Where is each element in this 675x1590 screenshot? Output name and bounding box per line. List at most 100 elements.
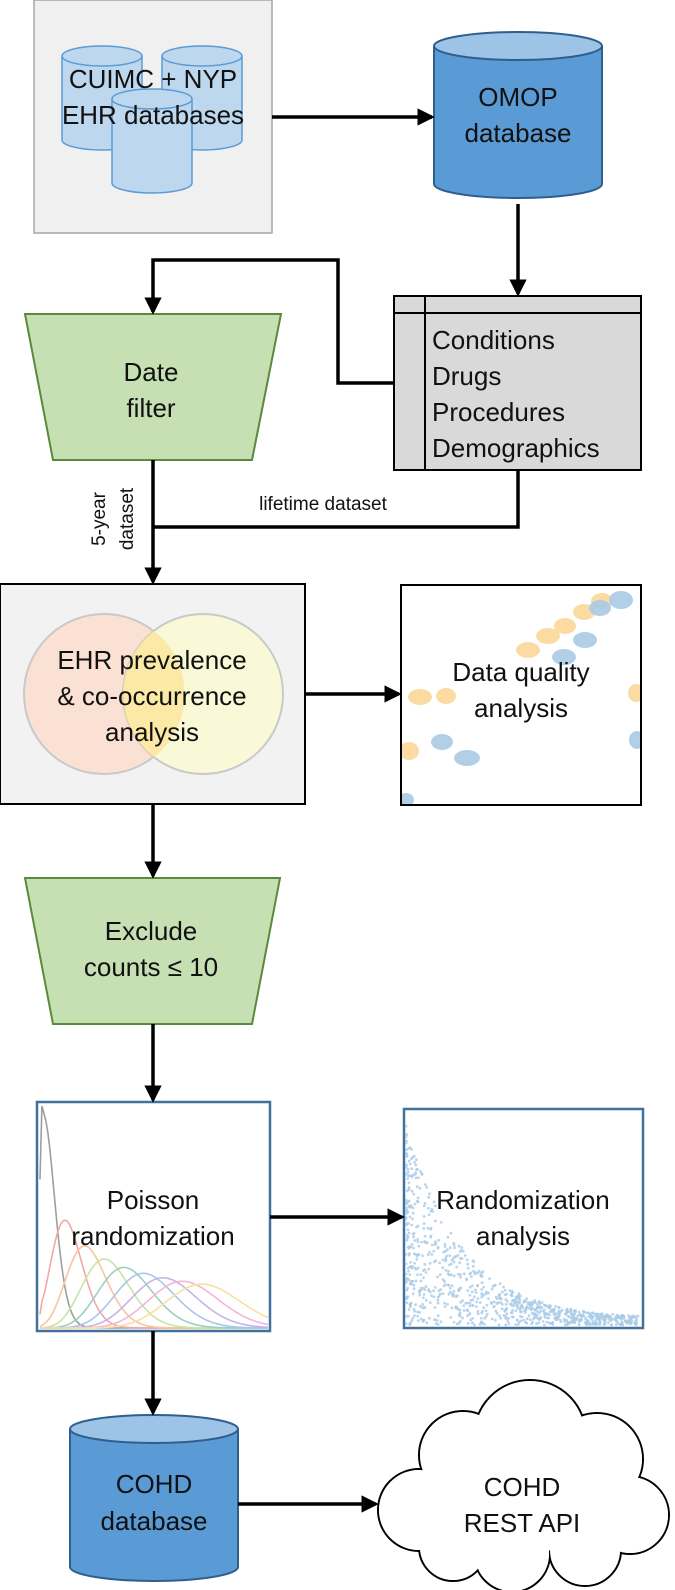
scatter-point <box>448 1254 452 1258</box>
scatter-point <box>518 1301 522 1305</box>
scatter-point <box>634 1323 638 1327</box>
data-quality-scatter <box>402 591 640 804</box>
scatter-point <box>469 1271 473 1275</box>
scatter-point <box>458 1311 462 1315</box>
scatter-point <box>623 1319 627 1323</box>
scatter-point <box>447 1269 450 1273</box>
scatter-point <box>473 1295 476 1299</box>
scatter-point <box>449 1316 453 1319</box>
scatter-point <box>461 1299 464 1302</box>
scatter-point <box>597 1312 601 1316</box>
scatter-point <box>503 1308 507 1312</box>
scatter-point <box>599 1315 602 1319</box>
scatter-point <box>543 1316 547 1319</box>
scatter-point <box>483 1322 486 1326</box>
scatter-point <box>497 1293 501 1297</box>
scatter-point <box>553 1307 556 1311</box>
scatter-point <box>504 1323 508 1327</box>
scatter-point <box>569 1310 573 1314</box>
poisson-curve <box>40 1266 268 1329</box>
scatter-point <box>505 1292 509 1296</box>
scatter-point <box>483 1317 487 1320</box>
scatter-point <box>415 1258 419 1261</box>
scatter-point <box>436 1246 440 1250</box>
scatter-point <box>493 1284 496 1287</box>
scatter-point <box>466 1314 469 1318</box>
prevalence-label-3: analysis <box>105 717 199 747</box>
scatter-point <box>416 1273 419 1277</box>
scatter-point <box>466 1262 470 1266</box>
scatter-point <box>457 1272 460 1276</box>
prevalence-label-1: EHR prevalence <box>57 645 246 675</box>
scatter-point <box>480 1320 483 1324</box>
scatter-point <box>422 1227 426 1230</box>
scatter-point <box>443 1305 447 1308</box>
scatter-point <box>438 1261 441 1265</box>
scatter-point <box>582 1311 585 1314</box>
scatter-point <box>436 1314 440 1318</box>
scatter-point <box>420 1240 423 1244</box>
scatter-point <box>588 1323 591 1327</box>
scatter-point <box>460 1249 463 1252</box>
scatter-point <box>416 1196 420 1200</box>
scatter-point <box>422 1296 425 1300</box>
scatter-point <box>452 1289 456 1293</box>
scatter-point <box>557 1315 560 1319</box>
scatter-point <box>412 1287 416 1291</box>
scatter-point <box>422 1318 426 1322</box>
scatter-point <box>452 1241 456 1245</box>
scatter-point <box>426 1206 430 1210</box>
scatter-point <box>444 1259 447 1263</box>
scatter-point <box>422 1293 426 1296</box>
scatter-point <box>405 1124 408 1128</box>
scatter-point <box>465 1308 469 1312</box>
scatter-point <box>577 1323 581 1327</box>
scatter-point <box>405 1222 408 1226</box>
scatter-point <box>482 1306 486 1309</box>
scatter-point <box>468 1304 472 1308</box>
scatter-point <box>411 1211 415 1215</box>
scatter-point <box>430 1243 434 1247</box>
scatter-point <box>406 1314 410 1318</box>
scatter-point <box>409 1305 412 1308</box>
scatter-point <box>484 1309 488 1313</box>
scatter-point <box>527 1301 531 1305</box>
scatter-point <box>611 1318 614 1321</box>
scatter-point <box>419 1169 422 1173</box>
scatter-point <box>525 1321 529 1325</box>
scatter-point <box>543 1312 547 1316</box>
scatter-point <box>484 1314 488 1318</box>
scatter-point <box>406 1174 410 1178</box>
scatter-point <box>414 1176 418 1180</box>
scatter-point <box>522 1318 526 1322</box>
scatter-point <box>603 1320 607 1324</box>
scatter-point <box>511 1315 515 1319</box>
scatter-point <box>455 1322 459 1326</box>
scatter-point <box>458 1308 462 1312</box>
scatter-point <box>476 1310 480 1313</box>
scatter-point <box>427 1289 431 1293</box>
scatter-point <box>494 1309 498 1313</box>
lifetime-dataset-label: lifetime dataset <box>259 494 388 515</box>
scatter-point <box>507 1317 510 1320</box>
scatter-point <box>471 1303 475 1307</box>
date-filter-label-2: filter <box>126 393 175 423</box>
scatter-point <box>522 1300 526 1304</box>
scatter-point <box>510 1311 513 1315</box>
scatter-point <box>407 1159 411 1163</box>
scatter-point <box>422 1276 425 1280</box>
scatter-point <box>442 1250 446 1254</box>
scatter-point <box>459 1275 462 1279</box>
scatter-point <box>528 1318 532 1321</box>
scatter-point <box>414 1279 418 1283</box>
scatter-point <box>499 1316 503 1320</box>
scatter-point <box>428 1192 431 1196</box>
scatter-point <box>405 1272 408 1276</box>
scatter-point <box>485 1303 489 1307</box>
scatter-point <box>436 1298 440 1302</box>
scatter-point <box>554 1315 558 1319</box>
poisson-label-2: randomization <box>71 1221 234 1251</box>
scatter-point <box>424 1271 428 1274</box>
scatter-point <box>446 1283 450 1287</box>
scatter-point <box>426 1253 430 1256</box>
